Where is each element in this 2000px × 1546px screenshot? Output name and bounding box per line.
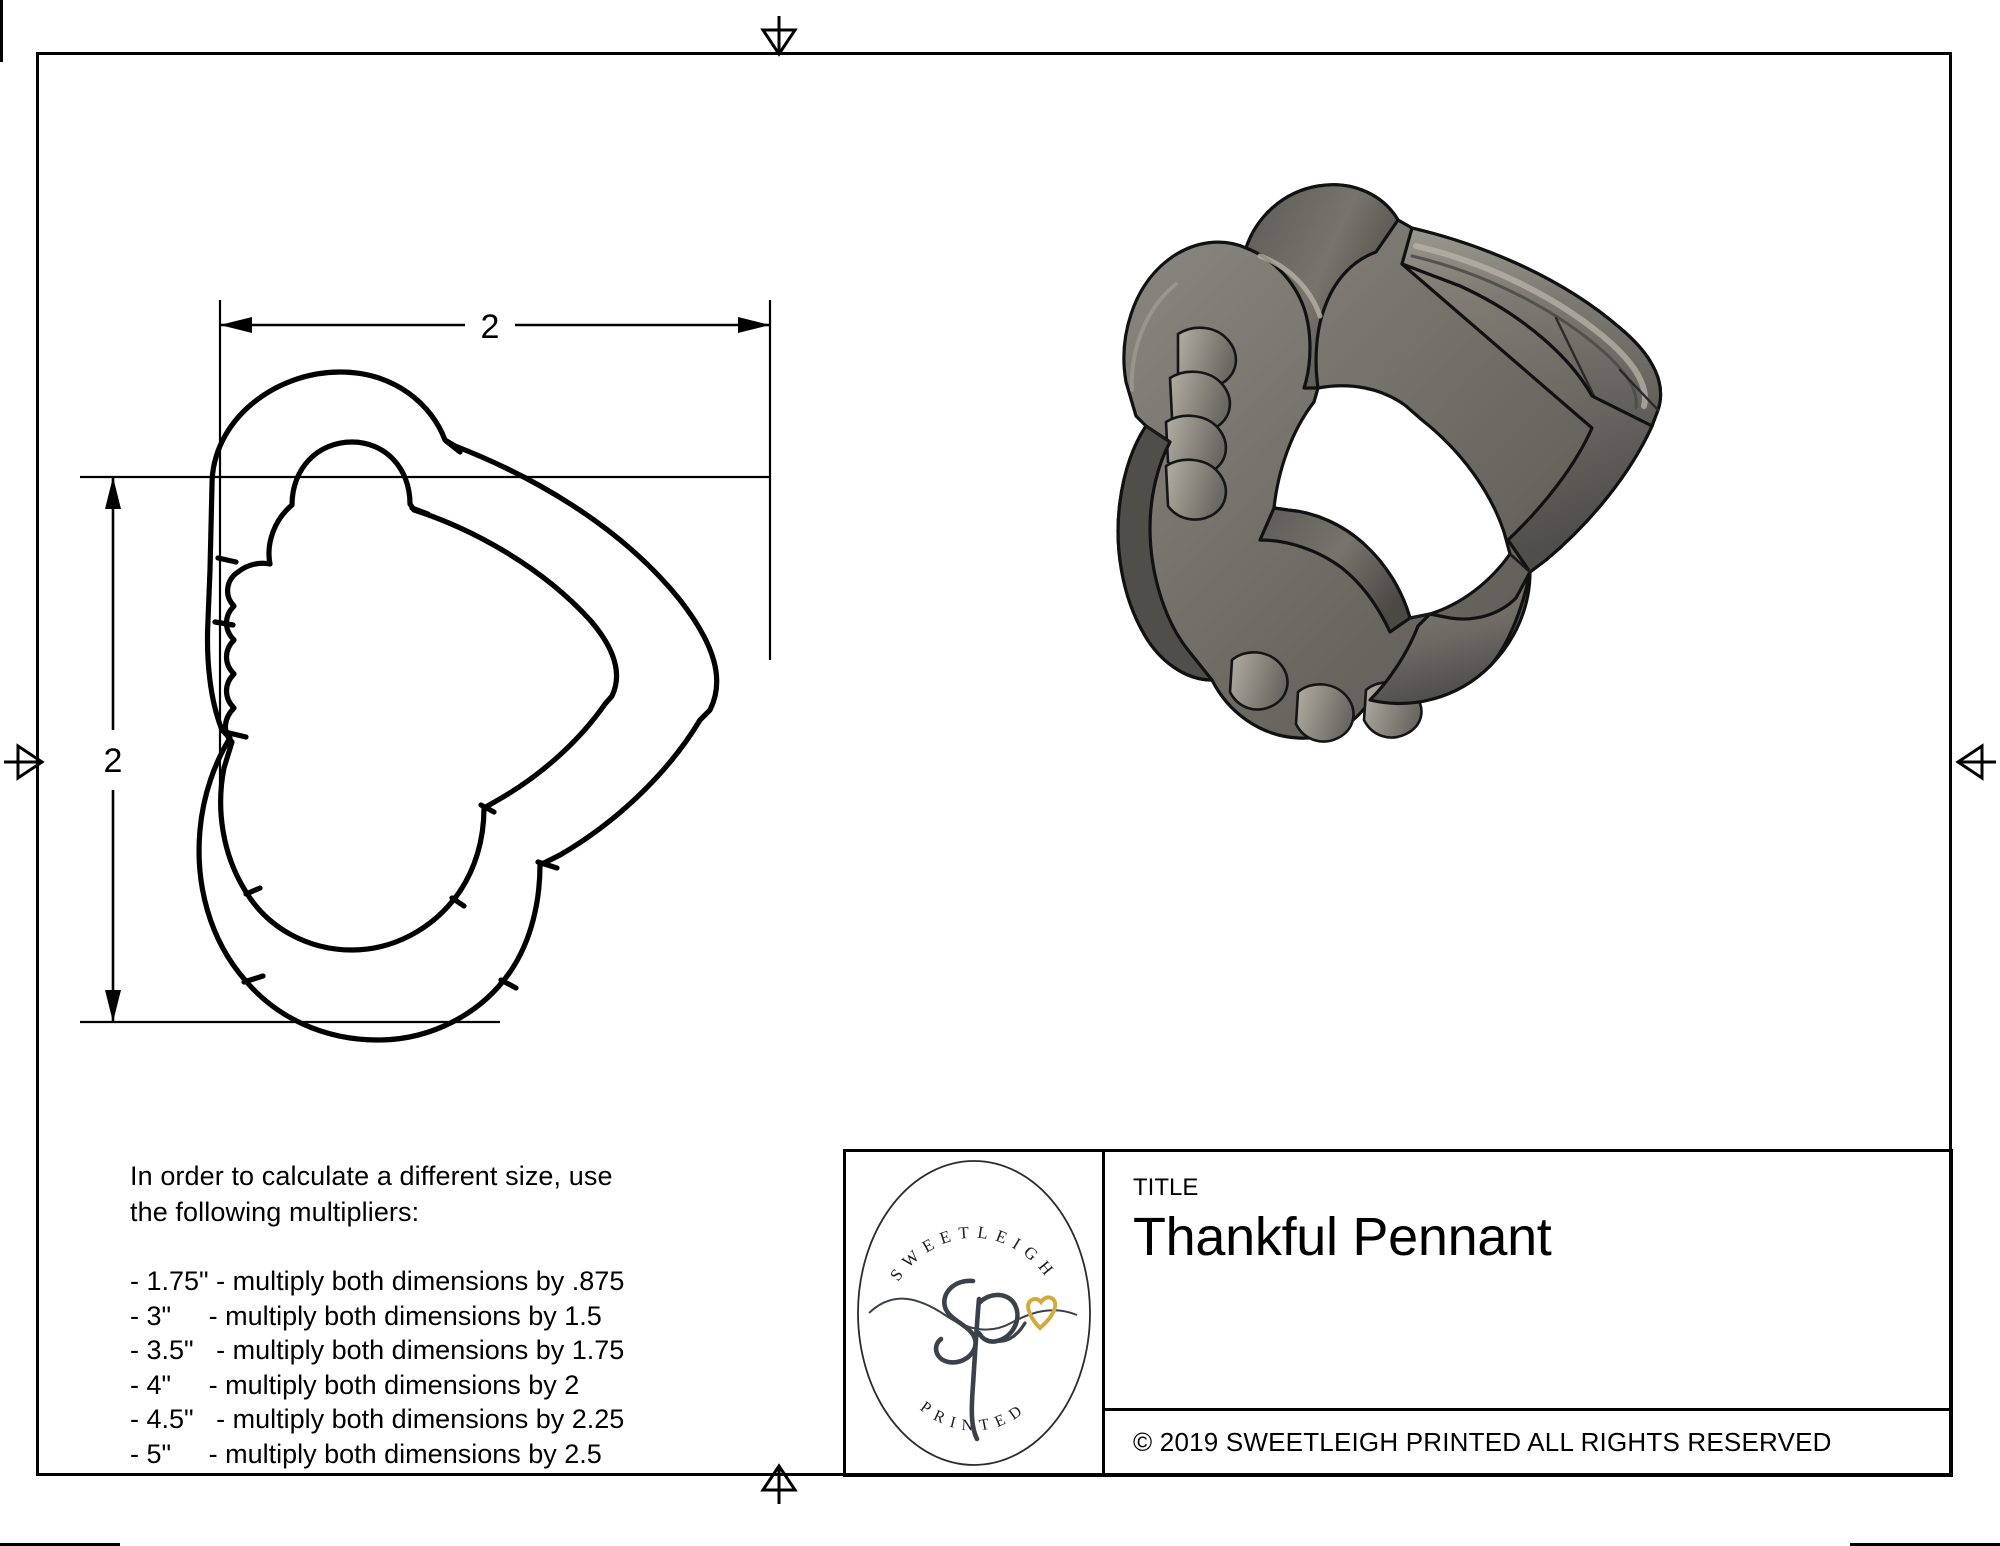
sweetleigh-printed-logo: SWEETLEIGH PRINTED [857, 1160, 1091, 1466]
copyright-notice: © 2019 SWEETLEIGH PRINTED ALL RIGHTS RES… [1105, 1408, 1950, 1474]
multiplier-row: - 1.75" - multiply both dimensions by .8… [130, 1266, 625, 1296]
center-mark-right-icon [1954, 740, 1998, 784]
title-block-fields: TITLE Thankful Pennant © 2019 SWEETLEIGH… [1105, 1152, 1950, 1474]
sheet-corner-mark-bottom-right [1850, 1529, 2000, 1546]
multiplier-row: - 5" - multiply both dimensions by 2.5 [130, 1438, 602, 1469]
multiplier-row: - 3.5" - multiply both dimensions by 1.7… [130, 1335, 625, 1365]
sheet-corner-mark-bottom-left [0, 1529, 120, 1546]
flat-outline-view [60, 300, 780, 1090]
title-field-label: TITLE [1133, 1174, 1199, 1201]
multiplier-row: - 3" - multiply both dimensions by 1.5 [130, 1300, 602, 1331]
multiplier-row: - 4" - multiply both dimensions by 2 [130, 1369, 580, 1400]
center-mark-bottom-icon [757, 1462, 801, 1506]
isometric-3d-render [1060, 120, 1720, 800]
multiplier-list: - 1.75" - multiply both dimensions by .8… [130, 1264, 730, 1471]
note-heading-line-1: In order to calculate a different size, … [130, 1161, 613, 1191]
note-heading-line-2: the following multipliers: [130, 1197, 420, 1227]
logo-top-text: SWEETLEIGH [886, 1222, 1062, 1284]
title-field-value: Thankful Pennant [1133, 1207, 1552, 1267]
center-mark-left-icon [2, 740, 46, 784]
title-field: TITLE Thankful Pennant [1105, 1152, 1950, 1408]
multiplier-row: - 4.5" - multiply both dimensions by 2.2… [130, 1404, 625, 1434]
size-multiplier-note: In order to calculate a different size, … [130, 1158, 730, 1471]
sheet-corner-mark-top-left [0, 0, 17, 62]
center-mark-top-icon [757, 14, 801, 58]
brand-logo-cell: SWEETLEIGH PRINTED [846, 1152, 1105, 1474]
title-block: SWEETLEIGH PRINTED [843, 1149, 1953, 1477]
